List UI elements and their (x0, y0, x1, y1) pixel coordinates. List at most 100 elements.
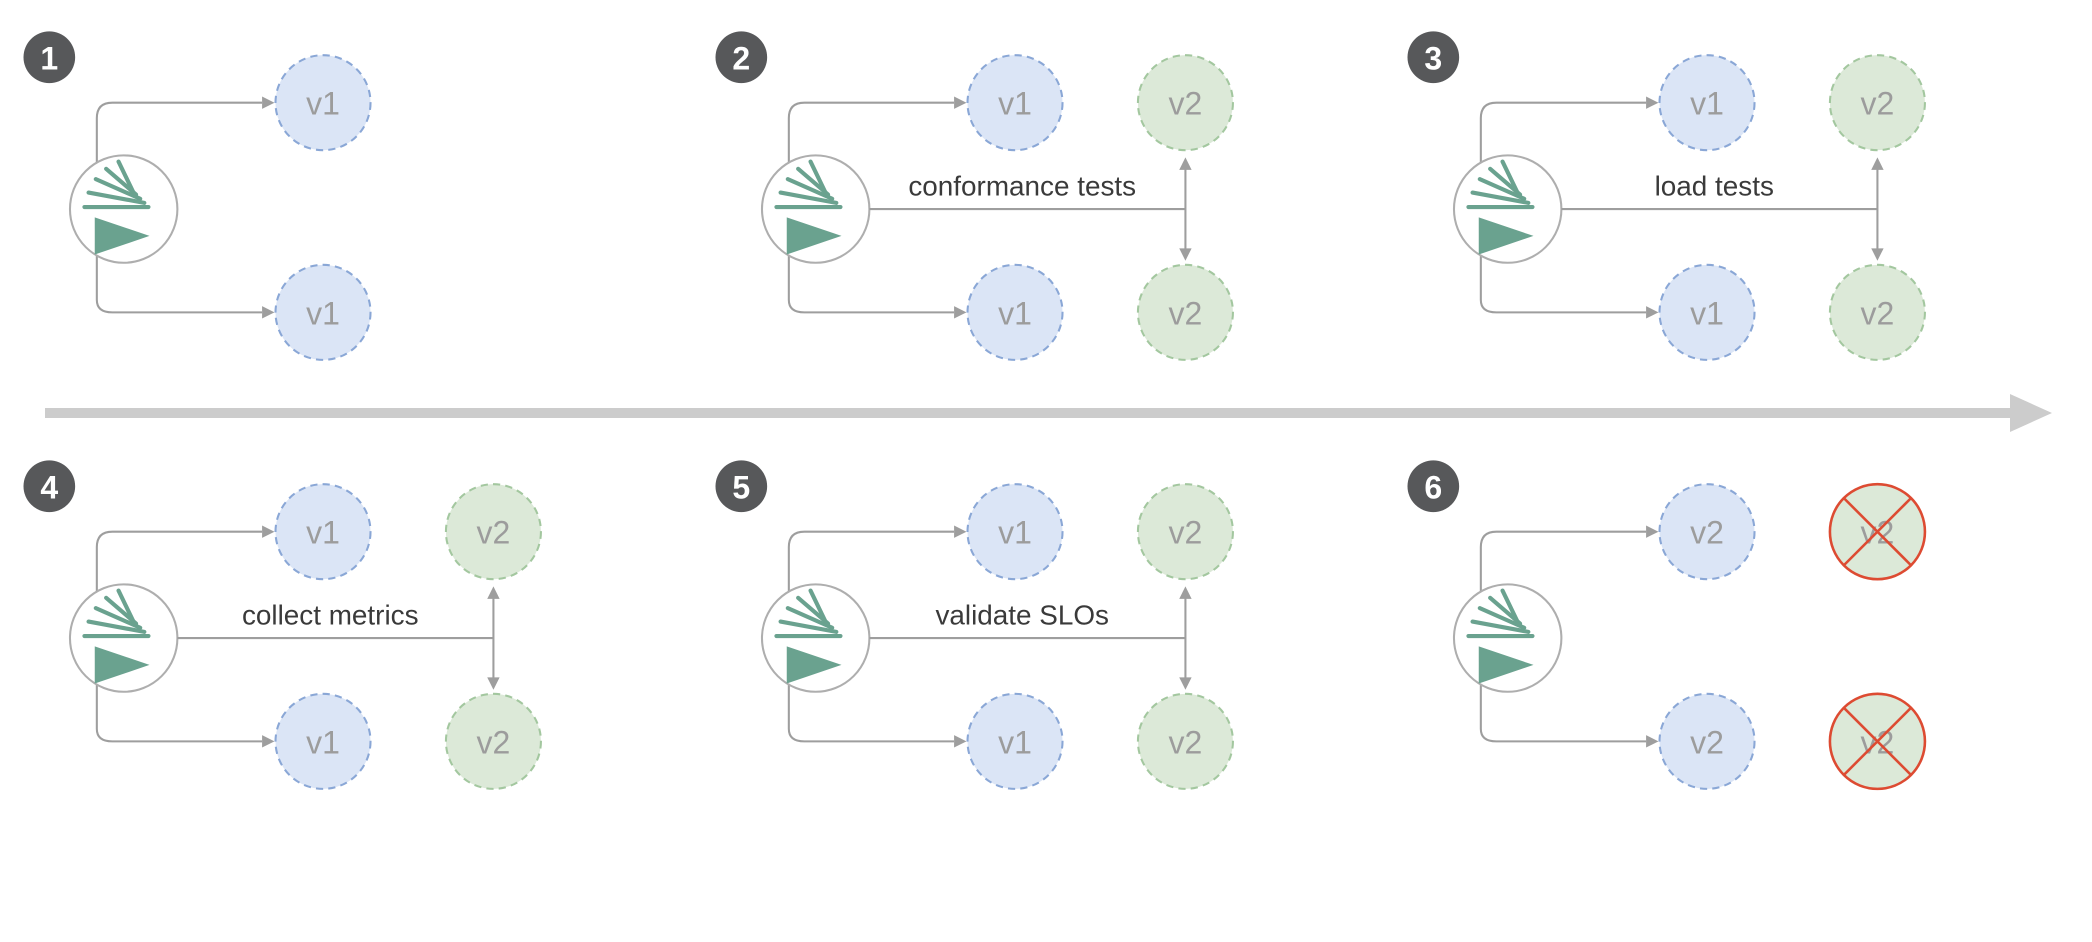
baseline-top-circle: v1 (274, 483, 372, 581)
step-badge: 1 (23, 31, 76, 84)
step-badge: 3 (1407, 31, 1460, 84)
iter8-logo (68, 154, 179, 264)
arrowhead-top (954, 96, 967, 109)
version-label: v2 (1169, 295, 1203, 331)
action-label: validate SLOs (935, 600, 1109, 631)
step-badge: 6 (1407, 460, 1460, 513)
step-badge-circle (1407, 460, 1460, 513)
arrowhead-top (262, 525, 275, 539)
test-action-group: load tests (1561, 157, 1884, 261)
version-label: v1 (306, 295, 340, 331)
step-badge-circle (23, 31, 76, 84)
arrowhead-top (262, 96, 275, 109)
step-badge-circle (23, 460, 76, 513)
step-badge-circle (1407, 31, 1460, 84)
step-number: 3 (1424, 40, 1442, 76)
top-row: 1 v1 (0, 18, 2092, 379)
arrowhead-down (487, 677, 500, 691)
version-label: v1 (998, 86, 1032, 122)
iter8-logo (760, 583, 871, 694)
iter8-logo-icon (1466, 159, 1535, 255)
connector-top (787, 101, 955, 163)
arrowhead-down (1871, 248, 1884, 261)
connector-top (1479, 101, 1647, 163)
bottom-row: 4 colle (0, 447, 2092, 808)
test-action-group: conformance tests (869, 157, 1192, 261)
version-label: v1 (306, 86, 340, 122)
candidate-bottom-circle: v2 (1136, 263, 1234, 361)
version-label: v1 (998, 725, 1032, 761)
candidate-bottom-circle: v2 (1136, 693, 1234, 791)
step-number: 2 (732, 40, 750, 76)
iter8-logo-icon (774, 588, 843, 684)
iter8-logo-icon (82, 159, 151, 255)
arrowhead-up (1871, 157, 1884, 170)
step-badge: 5 (715, 460, 768, 513)
test-action-group: collect metrics (177, 586, 500, 691)
baseline-top-circle: v1 (274, 54, 372, 152)
baseline-bottom-circle: v1 (1658, 263, 1756, 361)
arrowhead-up (1179, 157, 1192, 170)
action-label: load tests (1655, 171, 1774, 202)
timeline (0, 379, 2092, 447)
arrowhead-down (1179, 677, 1192, 691)
version-label: v1 (1690, 295, 1724, 331)
connector-bottom (95, 255, 263, 314)
step-badge-circle (715, 460, 768, 513)
arrowhead-top (1646, 96, 1659, 109)
iter8-logo (1452, 154, 1563, 264)
candidate-top-circle: v2 (444, 483, 542, 581)
version-label: v2 (1169, 725, 1203, 761)
arrowhead-bottom (954, 306, 967, 319)
step-number: 5 (732, 470, 750, 506)
panel-step-4: 4 colle (23, 460, 542, 791)
version-label: v2 (1690, 725, 1724, 761)
step-number: 4 (40, 470, 58, 506)
version-label: v1 (998, 295, 1032, 331)
connector-bottom (1479, 685, 1647, 743)
baseline-top-circle: v1 (966, 54, 1064, 152)
promoted-bottom-circle: v2 (1658, 693, 1756, 791)
cross-icon (1843, 707, 1912, 776)
step-badge-circle (715, 31, 768, 84)
arrowhead-bottom (1646, 735, 1659, 749)
cross-icon (1843, 498, 1912, 567)
iter8-logo (68, 583, 179, 694)
connector-top (95, 531, 263, 593)
baseline-bottom-circle: v1 (966, 263, 1064, 361)
step-number: 1 (40, 40, 58, 76)
timeline-arrowhead (2010, 394, 2052, 433)
baseline-top-circle: v1 (1658, 54, 1756, 152)
arrowhead-top (954, 525, 967, 539)
candidate-bottom-circle: v2 (1828, 263, 1926, 361)
test-action-group: validate SLOs (869, 586, 1192, 691)
version-label: v2 (477, 725, 511, 761)
baseline-bottom-circle: v1 (274, 693, 372, 791)
arrowhead-bottom (262, 735, 275, 749)
action-label: conformance tests (908, 171, 1136, 202)
step-number: 6 (1424, 470, 1442, 506)
terminated-candidate-bottom-circle: v2 (1828, 693, 1927, 791)
panel-step-5: 5 valid (715, 460, 1234, 791)
iter8-logo-icon (774, 159, 843, 255)
arrowhead-up (487, 586, 500, 600)
version-label: v2 (1690, 515, 1724, 551)
arrowhead-top (1646, 525, 1659, 539)
arrowhead-bottom (954, 735, 967, 749)
arrowhead-bottom (1646, 306, 1659, 319)
version-label: v1 (998, 515, 1032, 551)
candidate-top-circle: v2 (1828, 54, 1926, 152)
panel-step-1: 1 v1 (23, 31, 372, 361)
step-badge: 4 (23, 460, 76, 513)
panel-step-2: 2 confo (715, 31, 1234, 361)
baseline-bottom-circle: v1 (966, 693, 1064, 791)
baseline-bottom-circle: v1 (274, 263, 372, 361)
candidate-bottom-circle: v2 (444, 693, 542, 791)
arrowhead-bottom (262, 306, 275, 319)
connector-bottom (1479, 255, 1647, 314)
action-label: collect metrics (242, 600, 419, 631)
connector-top (1479, 531, 1647, 593)
step-badge: 2 (715, 31, 768, 84)
baseline-top-circle: v1 (966, 483, 1064, 581)
arrowhead-up (1179, 586, 1192, 600)
